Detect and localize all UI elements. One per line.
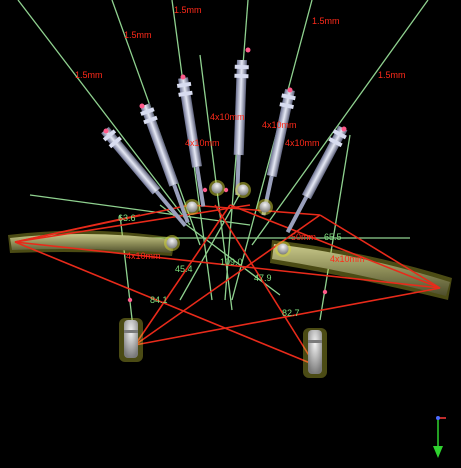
- axis-orientation-icon[interactable]: [433, 416, 446, 458]
- screw-labels: 4x10mm 4x10mm 4x10mm 4x10mm 4x10mm 4x10m…: [126, 112, 365, 264]
- implant-post-left[interactable]: [119, 318, 143, 362]
- guide-lines: [17, 0, 429, 346]
- angle-labels: 63.6 65.5 45.4 109.0 47.9 84.1 82.7: [118, 213, 342, 318]
- angle-label: 63.6: [118, 213, 136, 223]
- screw-size-label: 4x10mm: [126, 251, 161, 261]
- screw-size-label: 4x10mm: [285, 138, 320, 148]
- angle-label: 82.7: [282, 308, 300, 318]
- drill-size-label: 1.5mm: [174, 5, 202, 15]
- drill-size-label: 1.5mm: [75, 70, 103, 80]
- screw-size-label: 4x10mm: [210, 112, 245, 122]
- screw-heads[interactable]: [164, 180, 291, 257]
- angle-label: 45.4: [175, 264, 193, 274]
- angle-label: 65.5: [324, 232, 342, 242]
- angle-label: 84.1: [150, 295, 168, 305]
- implant-post-right[interactable]: [303, 328, 327, 378]
- drill-size-label: 1.5mm: [124, 30, 152, 40]
- drill-labels: 1.5mm 1.5mm 1.5mm 1.5mm 1.5mm: [75, 5, 406, 80]
- screw-size-label: 4x10mm: [330, 254, 365, 264]
- instrument-markers: [103, 47, 347, 303]
- angle-label: 47.9: [254, 273, 272, 283]
- screw-size-label: 4x10mm: [185, 138, 220, 148]
- screw-size-label: 4x10mm: [262, 120, 297, 130]
- drill-instruments[interactable]: [100, 59, 350, 236]
- screw-size-label: 50mm: [291, 232, 316, 242]
- drill-size-label: 1.5mm: [312, 16, 340, 26]
- measurement-lines: [14, 204, 441, 366]
- drill-size-label: 1.5mm: [378, 70, 406, 80]
- angle-label: 109.0: [220, 257, 243, 267]
